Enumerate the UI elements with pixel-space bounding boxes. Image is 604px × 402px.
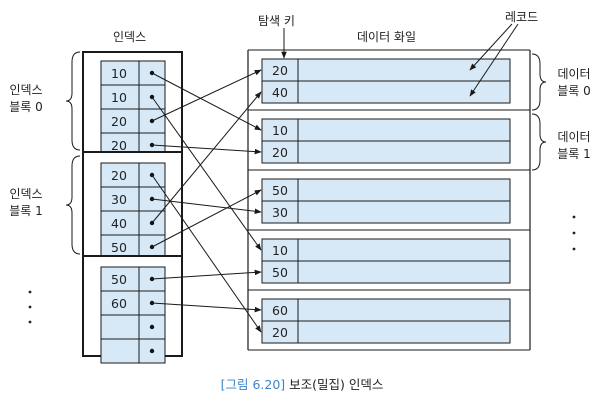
index-key: 20 — [111, 138, 127, 153]
index-key: 50 — [111, 272, 127, 287]
data-continuation-dots — [572, 247, 576, 251]
index-cell — [100, 60, 166, 86]
data-record — [261, 238, 511, 262]
index-continuation-dots — [28, 305, 32, 309]
pointer-arrow — [151, 269, 262, 280]
index-continuation-dots — [28, 320, 32, 324]
record-label: 레코드 — [505, 10, 539, 24]
index-cell — [100, 210, 166, 236]
data-continuation-dots — [572, 215, 576, 219]
data-block-1-brace — [531, 113, 547, 171]
index-cell — [100, 84, 166, 110]
index-block-2: 50 60 — [82, 255, 183, 364]
data-key: 50 — [272, 265, 288, 280]
pointer-arrow — [151, 69, 262, 122]
figure-title: 보조(밀집) 인덱스 — [289, 377, 384, 392]
data-key: 60 — [272, 303, 288, 318]
index-key: 10 — [111, 90, 127, 105]
index-key: 20 — [111, 168, 127, 183]
index-key: 60 — [111, 296, 127, 311]
data-record — [261, 260, 511, 284]
index-cell — [100, 108, 166, 134]
index-block-1-label: 인덱스 블록 1 — [9, 187, 43, 218]
data-key: 20 — [272, 325, 288, 340]
index-cell — [100, 314, 166, 340]
index-key: 30 — [111, 192, 127, 207]
data-record — [261, 178, 511, 202]
index-key: 40 — [111, 216, 127, 231]
pointer-arrow — [151, 189, 262, 248]
index-cell — [100, 338, 166, 364]
index-header: 인덱스 — [113, 30, 147, 44]
figure-caption: [그림 6.20] 보조(밀집) 인덱스 — [0, 374, 604, 393]
data-block-0-brace — [531, 53, 547, 111]
data-key: 20 — [272, 145, 288, 160]
index-block-1: 20 30 40 50 — [82, 151, 183, 260]
data-record — [261, 80, 511, 104]
data-key: 10 — [272, 243, 288, 258]
index-key: 20 — [111, 114, 127, 129]
index-block-0-brace — [65, 51, 81, 151]
data-key: 10 — [272, 123, 288, 138]
record-arrow — [469, 23, 513, 71]
data-record — [261, 118, 511, 142]
index-block-1-brace — [65, 155, 81, 255]
search-key-label: 탐색 키 — [258, 14, 295, 28]
pointer-arrow — [151, 302, 262, 313]
data-key: 40 — [272, 85, 288, 100]
record-arrow — [469, 23, 519, 97]
data-block-0-label: 데이터 블록 0 — [557, 67, 591, 98]
data-key: 20 — [272, 63, 288, 78]
pointer-dot — [149, 348, 155, 354]
data-record — [261, 140, 511, 164]
data-continuation-dots — [572, 231, 576, 235]
index-key: 10 — [111, 66, 127, 81]
pointer-arrow — [151, 144, 262, 155]
figure-number: [그림 6.20] — [220, 377, 286, 392]
index-continuation-dots — [28, 290, 32, 294]
data-record — [261, 298, 511, 322]
data-key: 30 — [272, 205, 288, 220]
pointer-arrow — [151, 91, 262, 224]
index-block-0: 10 10 20 20 — [82, 51, 183, 158]
data-block-1-label: 데이터 블록 1 — [557, 130, 591, 161]
data-record — [261, 320, 511, 344]
data-record — [261, 58, 511, 82]
index-key: 50 — [111, 240, 127, 255]
data-record — [261, 200, 511, 224]
pointer-dot — [149, 324, 155, 330]
index-block-0-label: 인덱스 블록 0 — [9, 83, 43, 114]
pointer-arrow — [151, 72, 262, 131]
pointer-arrow — [151, 96, 262, 251]
data-file-label: 데이터 화일 — [357, 30, 417, 44]
data-key: 50 — [272, 183, 288, 198]
